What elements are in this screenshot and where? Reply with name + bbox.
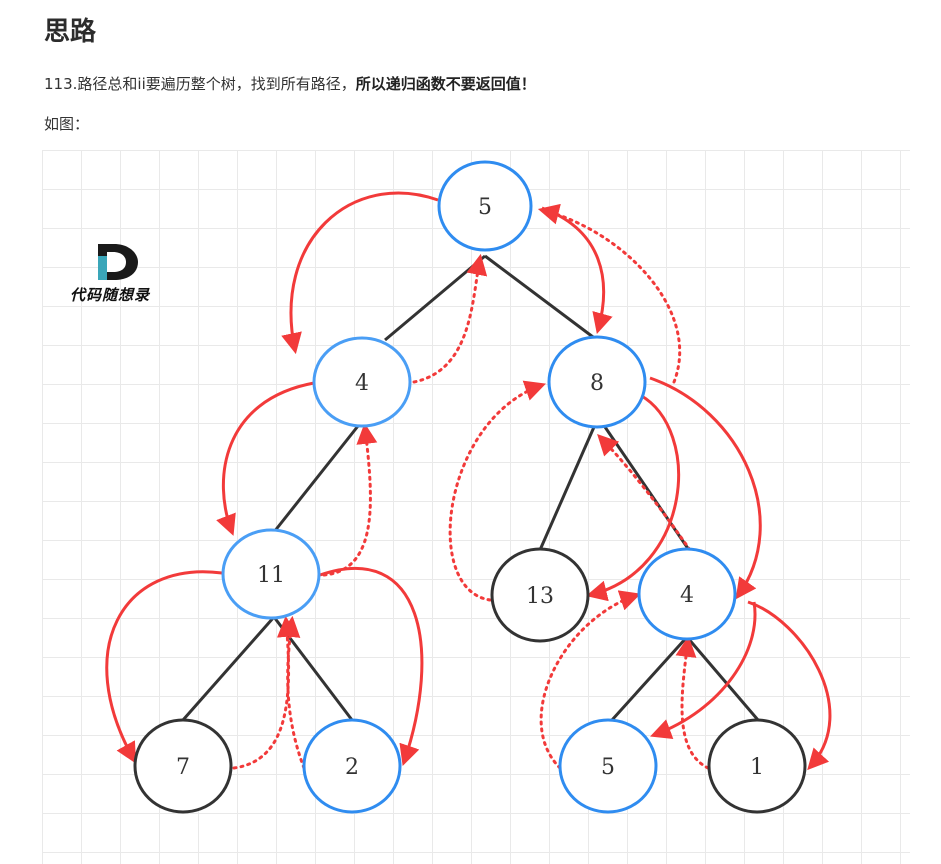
return-1-to-4 — [675, 635, 710, 770]
edge-4-1 — [685, 636, 760, 721]
return-4-to-8 — [597, 433, 692, 552]
tree-diagram: 5 4 8 11 13 4 — [105, 160, 832, 814]
node-13: 13 — [490, 547, 590, 643]
node-4-left-label: 4 — [355, 371, 369, 396]
node-7: 7 — [133, 718, 233, 814]
logo-text: 代码随想录 — [69, 286, 150, 304]
node-1-label: 1 — [750, 755, 764, 780]
edge-4-11 — [272, 425, 360, 533]
arrow-8-to-4 — [649, 376, 762, 600]
arrow-8-to-13 — [585, 393, 680, 602]
node-4-left: 4 — [312, 336, 412, 428]
node-5-root-label: 5 — [478, 195, 492, 220]
node-5-root: 5 — [437, 160, 533, 252]
node-8: 8 — [547, 335, 647, 429]
node-7-label: 7 — [176, 755, 190, 780]
description-bold-text: 所以递归函数不要返回值！ — [355, 75, 536, 93]
return-8-to-5 — [537, 203, 682, 384]
node-11-label: 11 — [257, 563, 285, 588]
node-4-right-label: 4 — [680, 583, 694, 608]
edge-5-4 — [384, 254, 486, 342]
edge-4-5 — [610, 635, 689, 722]
node-13-label: 13 — [526, 584, 554, 609]
return-7-to-11 — [232, 615, 298, 770]
arrow-4-to-5 — [650, 601, 757, 740]
node-5-leaf-label: 5 — [601, 755, 615, 780]
return-4-to-5 — [412, 253, 488, 384]
node-2-label: 2 — [345, 755, 359, 780]
return-5-to-4 — [539, 590, 641, 770]
arrow-11-to-7 — [105, 570, 223, 764]
arrow-5-to-8 — [541, 206, 613, 335]
tree-edges — [181, 254, 760, 722]
arrow-4-to-1 — [747, 600, 832, 771]
brand-logo: 代码随想录 — [50, 240, 170, 310]
edge-5-8 — [484, 254, 598, 342]
traversal-solid-arrows — [105, 191, 832, 771]
node-1: 1 — [707, 718, 807, 814]
page-heading: 思路 — [44, 17, 97, 47]
node-8-label: 8 — [590, 371, 604, 396]
tree-figure: 5 4 8 11 13 4 — [42, 150, 910, 864]
node-11: 11 — [221, 528, 321, 620]
figure-caption: 如图： — [44, 115, 90, 133]
node-5-leaf: 5 — [558, 718, 658, 814]
arrow-11-to-2 — [319, 567, 424, 766]
edge-11-7 — [181, 616, 276, 721]
arrow-4-to-11 — [216, 381, 315, 536]
description-paragraph: 113.路径总和ii要遍历整个树，找到所有路径，所以递归函数不要返回值！ — [44, 72, 536, 96]
arrow-5-to-4 — [281, 191, 439, 355]
traversal-dotted-arrows — [232, 203, 710, 770]
edge-8-13 — [538, 426, 596, 551]
node-2: 2 — [302, 718, 402, 814]
description-normal-text: 113.路径总和ii要遍历整个树，找到所有路径， — [44, 75, 356, 93]
return-2-to-11 — [279, 615, 306, 770]
logo-d-icon — [98, 244, 138, 280]
node-4-right: 4 — [637, 547, 737, 641]
tree-nodes: 5 4 8 11 13 4 — [133, 160, 807, 814]
return-11-to-4 — [322, 422, 378, 577]
